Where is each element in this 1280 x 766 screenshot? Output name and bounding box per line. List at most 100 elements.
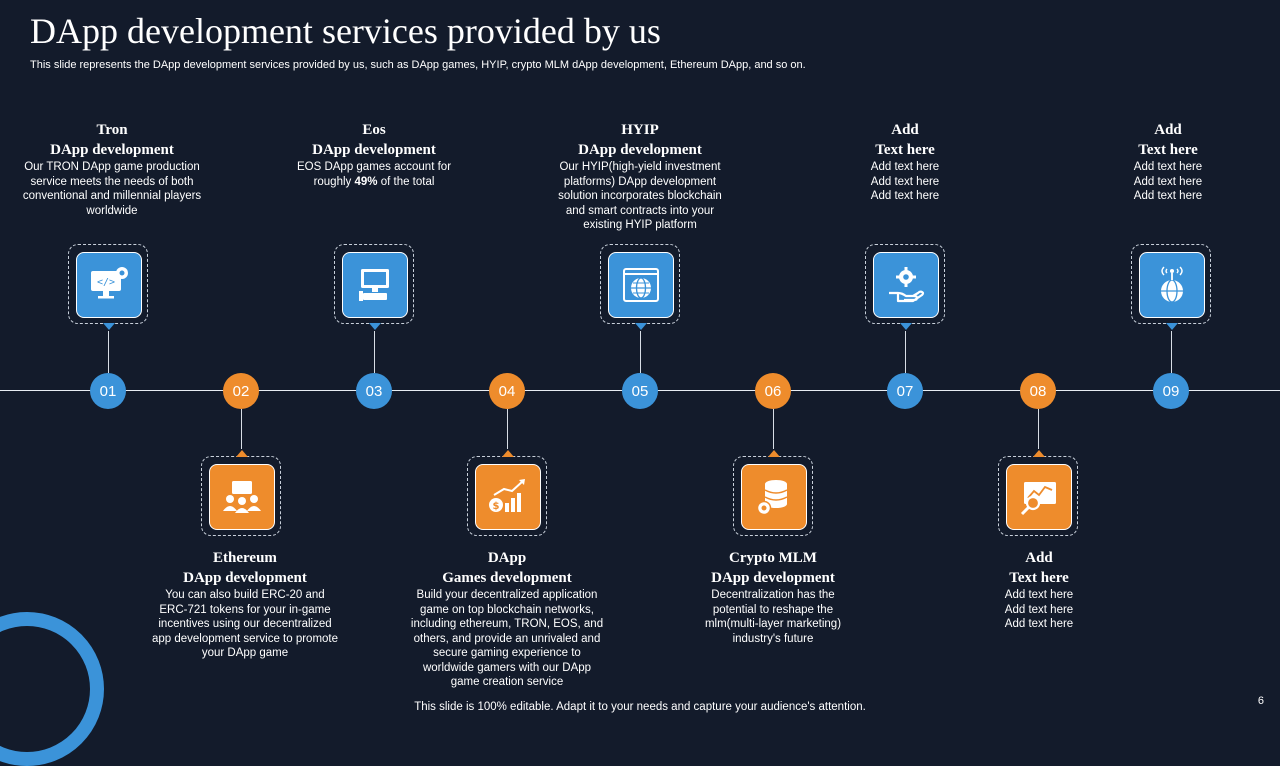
step-02-description: You can also build ERC-20 and ERC-721 to… (151, 589, 339, 659)
step-06-text: Crypto MLM DApp development Decentraliza… (673, 548, 873, 646)
computer-code-icon: </> (91, 267, 128, 299)
step-05-connector (640, 331, 641, 373)
step-03-pointer (369, 323, 381, 330)
step-03-icon-frame (334, 244, 414, 330)
step-04-node: 04 (489, 373, 525, 409)
step-01-connector (108, 331, 109, 373)
step-06-pointer (768, 450, 780, 457)
step-04-icon-tile: $ (475, 464, 541, 530)
step-03-description-start: EOS DApp games account for roughly (296, 161, 452, 188)
step-06-heading-line2: DApp development (711, 570, 835, 586)
hand-gear-icon (889, 267, 925, 303)
footer-note: This slide is 100% editable. Adapt it to… (414, 701, 866, 713)
step-09-description: Add text here Add text here Add text her… (1133, 161, 1203, 202)
page-subtitle: This slide represents the DApp developme… (30, 59, 806, 71)
step-01-text: Tron DApp development Our TRON DApp game… (12, 120, 212, 218)
step-03-heading-line1: Eos (362, 122, 386, 138)
step-08-node: 08 (1020, 373, 1056, 409)
step-07-icon-tile (873, 252, 939, 318)
globe-browser-icon (623, 268, 659, 302)
page-title: DApp development services provided by us (30, 11, 661, 51)
step-03-connector (374, 331, 375, 373)
step-09-connector (1171, 331, 1172, 373)
decorative-ring (0, 612, 104, 766)
step-04-heading-line2: Games development (442, 570, 572, 586)
step-08-description: Add text here Add text here Add text her… (1004, 589, 1074, 630)
step-08-pointer (1033, 450, 1045, 457)
step-06-connector (773, 409, 774, 449)
step-09-heading-line2: Text here (1138, 142, 1198, 158)
step-07-connector (905, 331, 906, 373)
step-03-description-highlight: 49% (354, 175, 378, 188)
step-01-pointer (103, 323, 115, 330)
step-05-heading-line2: DApp development (578, 142, 702, 158)
globe-signal-icon (1161, 266, 1183, 303)
step-01-icon-frame: </> (68, 244, 148, 330)
step-02-pointer (236, 450, 248, 457)
step-03-node: 03 (356, 373, 392, 409)
step-03-icon-tile (342, 252, 408, 318)
step-09-icon-frame (1131, 244, 1211, 330)
step-07-description: Add text here Add text here Add text her… (870, 161, 940, 202)
step-04-description: Build your decentralized application gam… (410, 589, 604, 688)
step-04-heading-line1: DApp (487, 550, 527, 566)
step-04-text: DApp Games development Build your decent… (407, 548, 607, 690)
step-05-description: Our HYIP(high-yield investment platforms… (558, 161, 722, 231)
step-05-node: 05 (622, 373, 658, 409)
analytics-magnifier-icon (1020, 482, 1056, 516)
step-03-text: Eos DApp development EOS DApp games acco… (274, 120, 474, 189)
step-06-description: Decentralization has the potential to re… (704, 589, 842, 645)
step-08-icon-tile (1006, 464, 1072, 530)
step-08-heading-line1: Add (1025, 550, 1053, 566)
step-01-description: Our TRON DApp game production service me… (22, 161, 202, 217)
growth-chart-icon: $ (489, 479, 525, 512)
step-08-connector (1038, 409, 1039, 449)
step-04-pointer (502, 450, 514, 457)
step-02-icon-frame (201, 450, 281, 536)
step-08-heading-line2: Text here (1009, 570, 1069, 586)
step-02-connector (241, 409, 242, 449)
svg-text:</>: </> (97, 277, 115, 288)
team-meeting-icon (223, 481, 261, 513)
step-03-heading-line2: DApp development (312, 142, 436, 158)
step-09-pointer (1166, 323, 1178, 330)
step-07-heading-line2: Text here (875, 142, 935, 158)
step-05-heading-line1: HYIP (621, 122, 659, 138)
step-06-icon-tile (741, 464, 807, 530)
step-03-description: EOS DApp games account for roughly 49% o… (284, 160, 464, 189)
step-04-icon-frame: $ (467, 450, 547, 536)
step-02-text: Ethereum DApp development You can also b… (145, 548, 345, 661)
step-02-node: 02 (223, 373, 259, 409)
page-number: 6 (1257, 695, 1264, 707)
step-06-node: 06 (755, 373, 791, 409)
step-05-icon-tile (608, 252, 674, 318)
step-05-text: HYIP DApp development Our HYIP(high-yiel… (540, 120, 740, 233)
step-01-heading-line2: DApp development (50, 142, 174, 158)
step-07-node: 07 (887, 373, 923, 409)
step-04-connector (507, 409, 508, 449)
step-01-heading-line1: Tron (96, 122, 128, 138)
step-07-pointer (900, 323, 912, 330)
step-09-node: 09 (1153, 373, 1189, 409)
step-07-text: Add Text here Add text here Add text her… (805, 120, 1005, 204)
step-02-icon-tile (209, 464, 275, 530)
svg-text:$: $ (493, 501, 500, 512)
step-05-pointer (635, 323, 647, 330)
step-09-icon-tile (1139, 252, 1205, 318)
step-01-node: 01 (90, 373, 126, 409)
step-03-description-end: of the total (377, 175, 435, 188)
database-gear-icon (756, 480, 788, 516)
step-02-heading-line2: DApp development (183, 570, 307, 586)
step-06-icon-frame (733, 450, 813, 536)
desktop-computer-icon (359, 269, 389, 301)
step-01-icon-tile: </> (76, 252, 142, 318)
step-08-icon-frame (998, 450, 1078, 536)
step-02-heading-line1: Ethereum (213, 550, 277, 566)
step-09-text: Add Text here Add text here Add text her… (1068, 120, 1268, 204)
step-07-heading-line1: Add (891, 122, 919, 138)
step-09-heading-line1: Add (1154, 122, 1182, 138)
step-05-icon-frame (600, 244, 680, 330)
step-08-text: Add Text here Add text here Add text her… (939, 548, 1139, 632)
step-06-heading-line1: Crypto MLM (729, 550, 817, 566)
step-07-icon-frame (865, 244, 945, 330)
